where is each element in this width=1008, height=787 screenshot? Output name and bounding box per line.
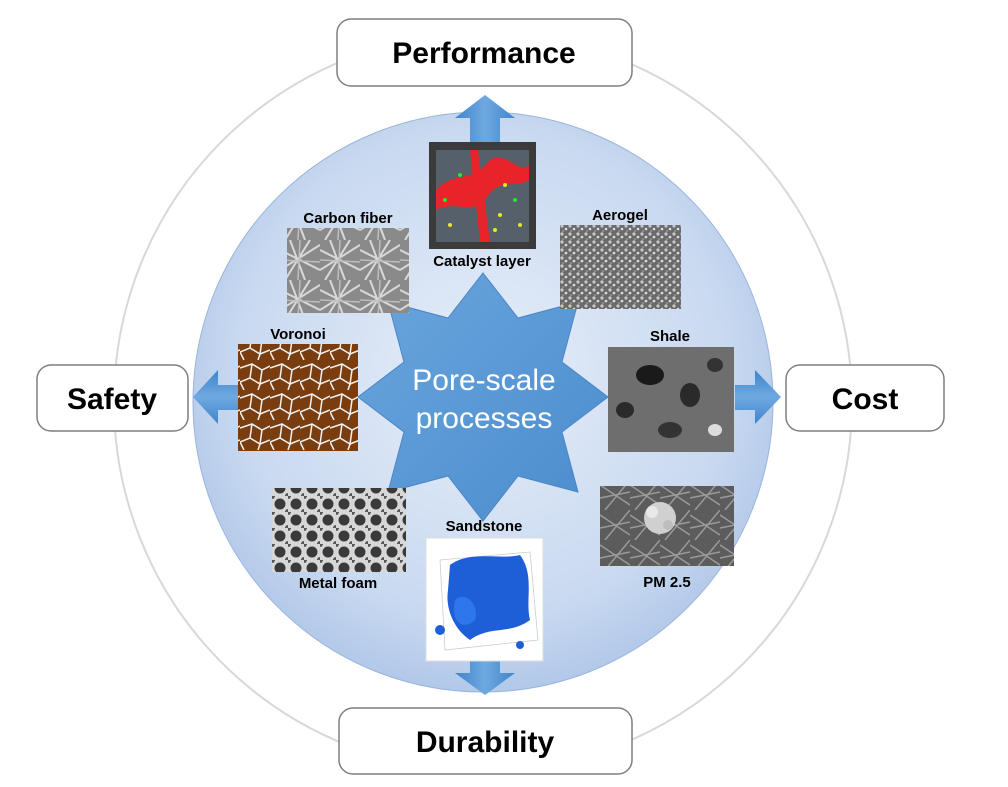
image-catalyst-layer bbox=[429, 142, 536, 249]
center-star bbox=[357, 272, 609, 522]
box-performance: Performance bbox=[336, 18, 633, 87]
box-safety: Safety bbox=[36, 364, 189, 432]
arrow-up bbox=[455, 95, 515, 145]
label-safety: Safety bbox=[67, 383, 157, 416]
label-cost: Cost bbox=[832, 383, 899, 416]
label-durability: Durability bbox=[416, 726, 555, 759]
image-aerogel bbox=[560, 225, 681, 309]
image-metal-foam bbox=[272, 488, 406, 572]
arrow-left bbox=[193, 370, 238, 424]
label-carbon-fiber: Carbon fiber bbox=[303, 210, 392, 227]
image-voronoi bbox=[238, 344, 358, 451]
label-aerogel: Aerogel bbox=[592, 207, 648, 224]
image-shale bbox=[608, 347, 734, 452]
image-carbon-fiber bbox=[287, 228, 409, 313]
arrow-right bbox=[735, 370, 781, 424]
label-pm25: PM 2.5 bbox=[643, 574, 691, 591]
box-durability: Durability bbox=[338, 707, 633, 775]
label-shale: Shale bbox=[650, 328, 690, 345]
label-voronoi: Voronoi bbox=[270, 326, 326, 343]
image-pm25 bbox=[600, 486, 734, 566]
center-title-line2: processes bbox=[416, 402, 553, 435]
label-catalyst-layer: Catalyst layer bbox=[433, 253, 531, 270]
label-performance: Performance bbox=[392, 37, 575, 70]
center-title-line1: Pore-scale bbox=[412, 364, 555, 397]
label-sandstone: Sandstone bbox=[446, 518, 523, 535]
arrow-down bbox=[455, 660, 515, 695]
image-sandstone bbox=[425, 537, 544, 662]
label-metal-foam: Metal foam bbox=[299, 575, 377, 592]
box-cost: Cost bbox=[785, 364, 945, 432]
